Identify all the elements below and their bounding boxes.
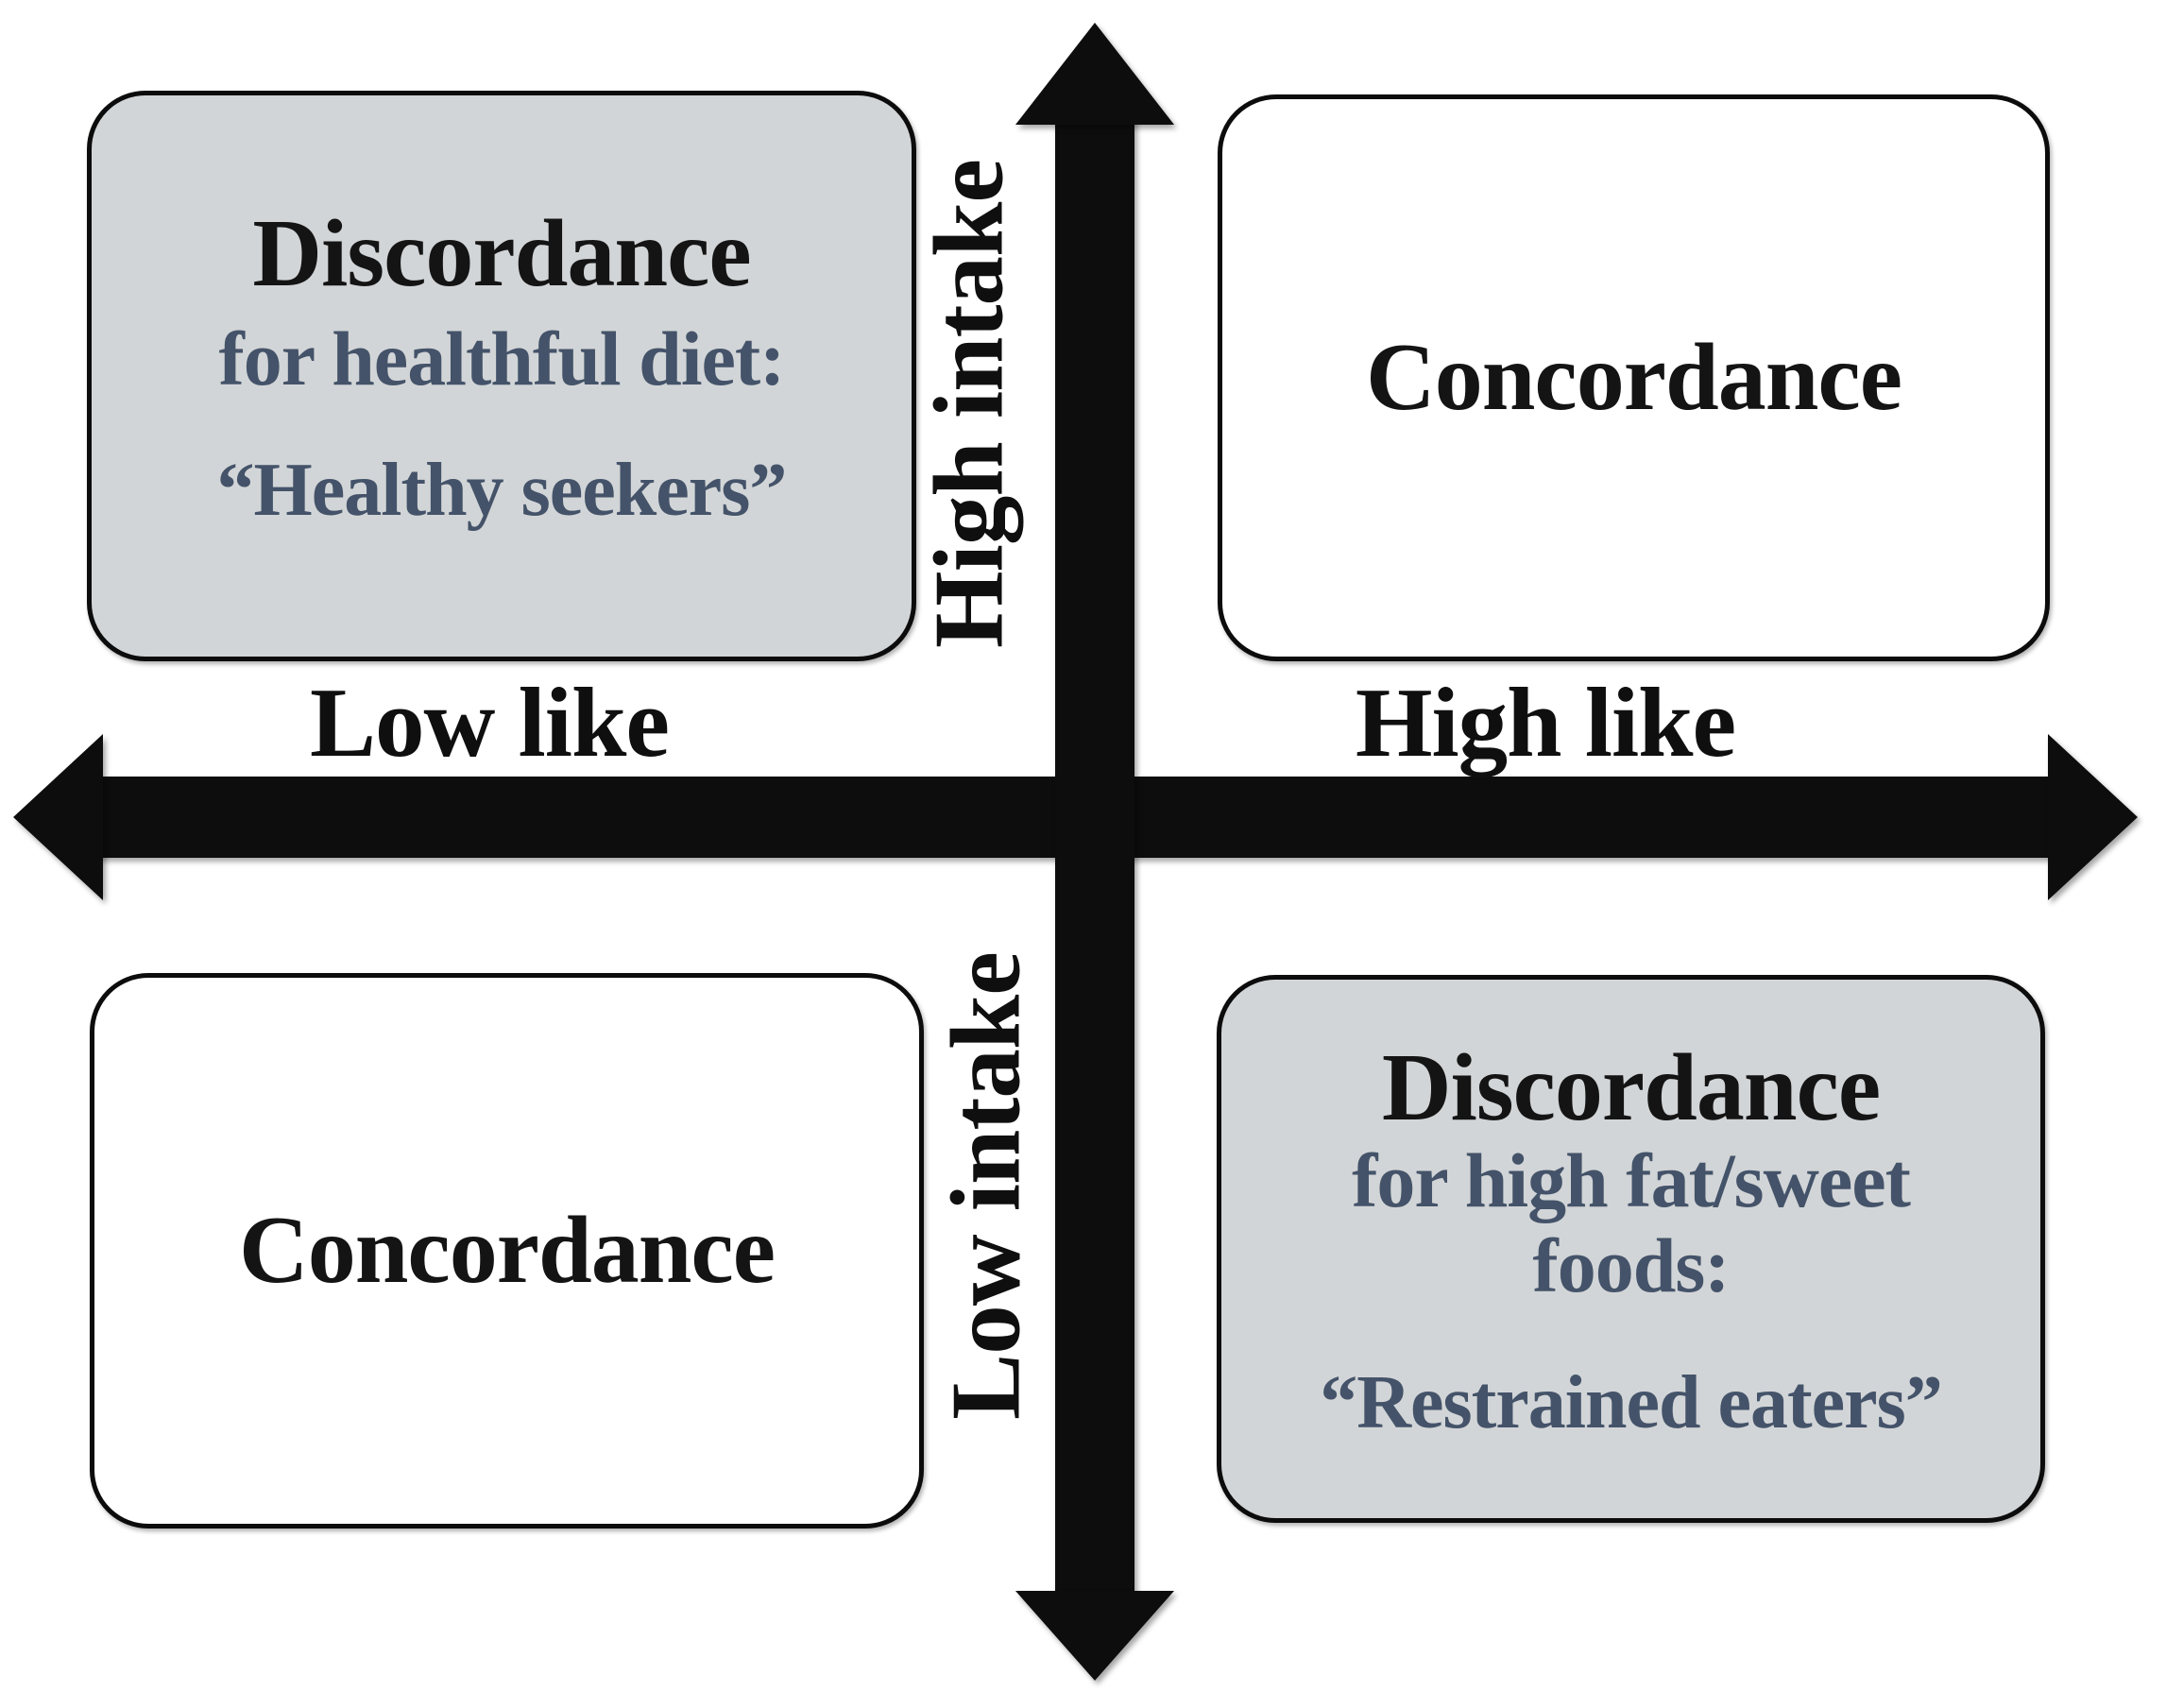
quadrant-subtitle: for high fat/sweet foods: xyxy=(1352,1137,1911,1309)
quadrant-group-label: “Restrained eaters” xyxy=(1320,1361,1943,1445)
arrowhead-right-icon xyxy=(2048,734,2138,900)
quadrant-top-right-box: Concordance xyxy=(1218,94,2050,661)
quadrant-title: Discordance xyxy=(252,200,751,307)
quadrant-subtitle: for healthful diet: xyxy=(218,316,785,401)
y-axis-label-low-intake: Low intake xyxy=(930,952,1041,1420)
quadrant-group-label: “Healthy seekers” xyxy=(216,449,788,533)
quadrant-title: Concordance xyxy=(239,1197,776,1304)
arrowhead-up-icon xyxy=(1015,23,1174,125)
arrowhead-left-icon xyxy=(13,734,103,900)
arrowhead-down-icon xyxy=(1015,1591,1174,1681)
y-axis-label-high-intake: High intake xyxy=(912,159,1024,649)
quadrant-bottom-right-box: Discordance for high fat/sweet foods: “R… xyxy=(1217,975,2045,1523)
x-axis-label-high-like: High like xyxy=(1355,667,1736,777)
quadrant-title: Concordance xyxy=(1366,324,1902,431)
x-axis-label-low-like: Low like xyxy=(310,667,670,777)
quadrant-title: Discordance xyxy=(1381,1034,1881,1141)
quadrant-bottom-left-box: Concordance xyxy=(90,973,924,1529)
y-axis-line xyxy=(1055,113,1134,1595)
quadrant-top-left-box: Discordance for healthful diet: “Healthy… xyxy=(87,91,916,661)
